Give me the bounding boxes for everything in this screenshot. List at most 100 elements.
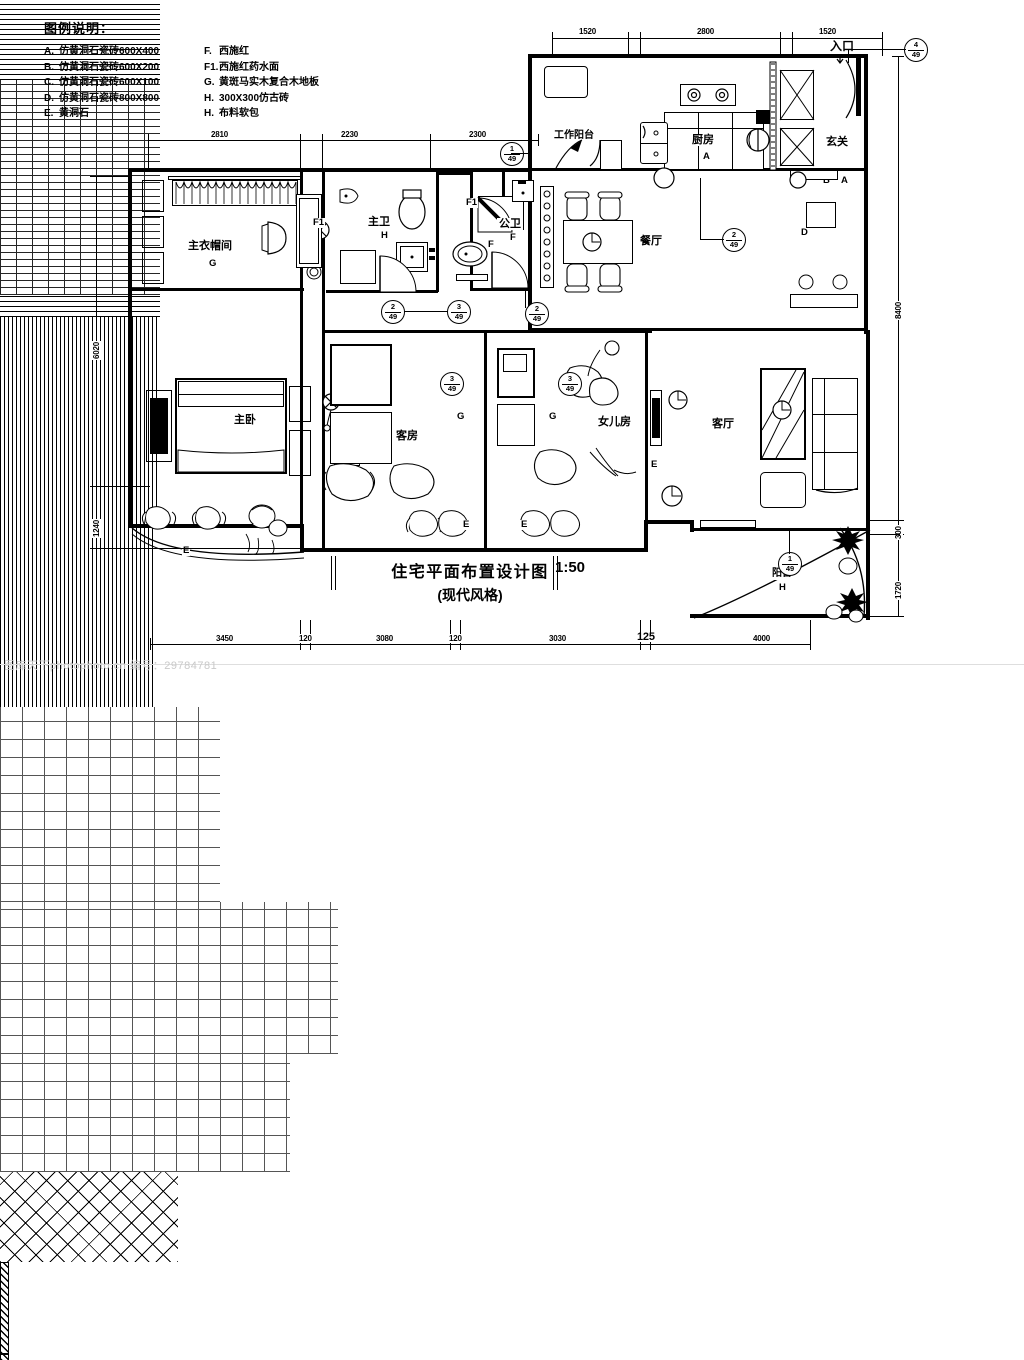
callout-bubble-5[interactable]: 3 49 xyxy=(447,300,471,324)
callout-bubble-7[interactable]: 3 49 xyxy=(440,372,464,396)
dimext-l-1 xyxy=(96,176,132,177)
material-marker-a-foyer: A xyxy=(840,175,849,186)
callout-bubble-6[interactable]: 2 49 xyxy=(525,302,549,326)
callout-leader-1 xyxy=(511,153,529,154)
living-room-sofa xyxy=(812,378,858,490)
dimext-tr-1 xyxy=(552,38,553,58)
callout-divider xyxy=(782,563,798,565)
floor-texture-guest-room xyxy=(0,317,160,512)
material-marker-b-foyer: B xyxy=(822,175,831,186)
public-bath-basin xyxy=(512,180,534,202)
callout-top: 1 xyxy=(787,554,793,563)
callout-leader-5 xyxy=(404,311,448,312)
master-bed-headboard xyxy=(146,390,172,462)
partition-masterbed-right xyxy=(300,290,303,528)
partition-wc-bottom xyxy=(470,288,532,291)
material-marker-master-closet: G xyxy=(208,258,218,269)
dimline-top-right xyxy=(552,38,882,39)
partition-guest-left xyxy=(322,332,325,548)
legend-key: A. xyxy=(44,46,54,57)
material-marker-master-bath: H xyxy=(380,230,389,241)
dim-bottom-7: 4000 xyxy=(752,634,771,643)
console-decor-box xyxy=(806,202,836,228)
kitchen-sink-div xyxy=(640,143,668,144)
closet-rail-top xyxy=(168,176,302,180)
dim-left-1: 6020 xyxy=(92,341,101,360)
floor-texture-daughter-room xyxy=(0,512,155,707)
legend-text: 仿黄洞石瓷砖600X400 xyxy=(59,46,160,57)
legend-key: G. xyxy=(204,77,215,88)
living-room-rug xyxy=(760,368,806,460)
callout-bubble-1[interactable]: 1 49 xyxy=(500,142,524,166)
callout-bottom: 49 xyxy=(785,564,795,573)
dim-bottom-6: 125 xyxy=(636,631,656,643)
living-room-ottoman xyxy=(760,472,806,508)
callout-leader-2 xyxy=(848,49,906,50)
dimline-bottom xyxy=(150,644,810,645)
legend-title: 图例说明： xyxy=(44,21,115,36)
wall-right-upper xyxy=(864,54,868,334)
legend-column-right: F.西施红 F1.西施红药水面 G.黄斑马实木复合木地板 H.300X300仿古… xyxy=(204,44,374,122)
legend-text: 300X300仿古砖 xyxy=(219,92,290,104)
closet-hanging-rail xyxy=(172,180,298,206)
dim-right-3: 1720 xyxy=(894,581,903,600)
room-label-daughter-room: 女儿房 xyxy=(596,416,633,428)
kitchen-counter-div-2 xyxy=(732,112,733,170)
callout-bottom: 49 xyxy=(729,240,739,249)
material-marker-f1-wc: F1 xyxy=(465,197,479,208)
sofa-div-1 xyxy=(812,414,858,415)
dim-bottom-3: 3080 xyxy=(375,634,394,643)
material-marker-f-b: F xyxy=(509,232,517,243)
callout-bubble-2[interactable]: 4 49 xyxy=(904,38,928,62)
callout-bubble-8[interactable]: 3 49 xyxy=(558,372,582,396)
kitchen-counter-div-3 xyxy=(664,128,764,129)
floor-texture-master-bedroom xyxy=(0,80,160,295)
dimtick-r-1 xyxy=(892,56,904,57)
legend-item: A. 仿黄洞石瓷砖600X400 xyxy=(44,44,204,60)
callout-leader-6 xyxy=(525,288,526,308)
room-label-master-bath: 主卫 xyxy=(366,216,392,228)
floor-texture-kitchen xyxy=(0,1054,290,1172)
dimtick-tl-5 xyxy=(538,134,539,146)
wall-right-outer xyxy=(866,330,870,620)
partition-wc-left xyxy=(470,172,473,290)
wall-balcony-bottom xyxy=(690,614,870,618)
dimline-top-left xyxy=(148,140,538,141)
foyer-shoe-cabinet xyxy=(790,170,838,180)
callout-bubble-4[interactable]: 2 49 xyxy=(381,300,405,324)
wall-top-right xyxy=(528,54,868,58)
material-marker-f-a: F xyxy=(487,239,495,250)
material-marker-e-bed2: E xyxy=(520,519,529,530)
room-label-master-bedroom: 主卧 xyxy=(232,414,258,426)
callout-bubble-9[interactable]: 1 49 xyxy=(778,552,802,576)
dimext-tr-2 xyxy=(628,38,629,56)
dim-bottom-4: 120 xyxy=(448,634,463,643)
dim-right-1: 8400 xyxy=(894,301,903,320)
floor-texture-master-closet xyxy=(0,0,160,80)
material-marker-e-right: E xyxy=(650,459,659,470)
partition-corridor-bottom xyxy=(322,330,652,333)
callout-top: 2 xyxy=(534,304,540,313)
dimtick-b-1 xyxy=(150,638,151,650)
partition-bath-left xyxy=(322,172,325,332)
callout-top: 3 xyxy=(456,302,462,311)
partition-guest-right xyxy=(484,332,487,548)
sofa-back xyxy=(824,378,825,490)
callout-bubble-3[interactable]: 2 49 xyxy=(722,228,746,252)
callout-top: 1 xyxy=(509,144,515,153)
drawing-subtitle: (现代风格) xyxy=(437,587,503,603)
dimext-tr-6 xyxy=(882,38,883,56)
dimext-tl-2 xyxy=(300,140,301,170)
material-marker-d-living: D xyxy=(800,227,809,238)
callout-divider xyxy=(444,383,460,385)
floor-texture-balcony xyxy=(0,1172,178,1262)
sofa-div-2 xyxy=(812,452,858,453)
room-label-foyer: 玄关 xyxy=(824,136,850,148)
callout-bottom: 49 xyxy=(911,50,921,59)
dimext-tr-4 xyxy=(780,38,781,56)
titleblock-rule-3 xyxy=(553,556,554,590)
closet-shelf-2 xyxy=(142,216,164,248)
titleblock-rule-1 xyxy=(331,556,332,590)
master-dresser xyxy=(289,430,311,476)
dimext-tl-3 xyxy=(322,140,323,170)
